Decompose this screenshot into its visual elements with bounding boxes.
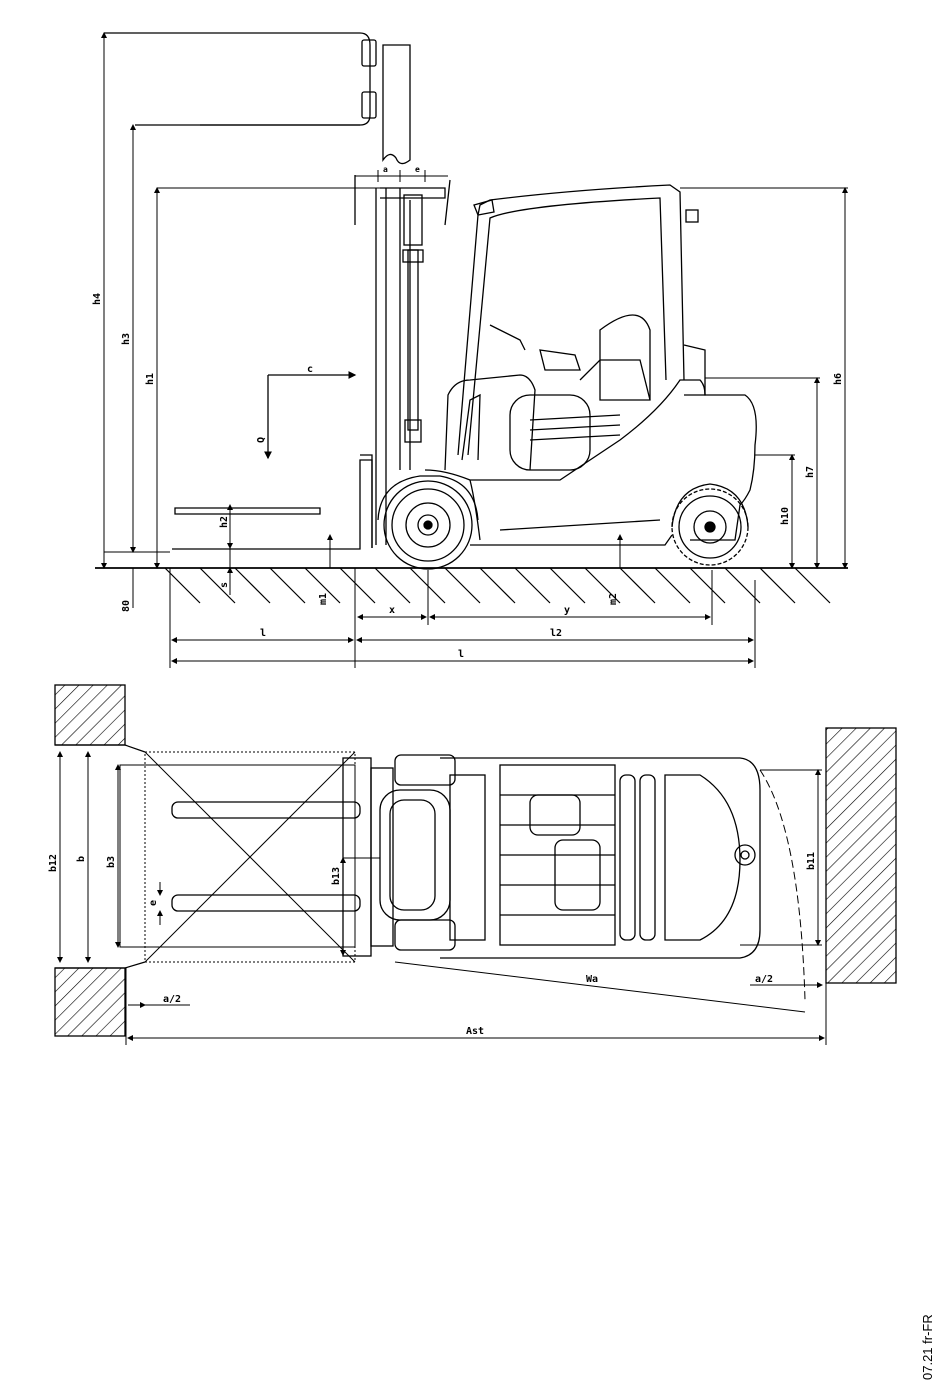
side-view: [95, 33, 848, 668]
label-s: s: [219, 582, 230, 588]
label-h1: h1: [145, 373, 156, 385]
label-h3: h3: [121, 333, 132, 345]
truck-body: [425, 315, 756, 545]
label-h6: h6: [833, 373, 844, 385]
document-code: 07.21 fr-FR: [920, 1314, 935, 1380]
label-a2-left: a/2: [163, 994, 181, 1005]
label-b3: b3: [106, 856, 117, 868]
label-q: Q: [256, 437, 267, 443]
label-b13: b13: [331, 867, 342, 885]
turning-radius-arc: [760, 770, 805, 1000]
top-view: [55, 685, 896, 1045]
lowered-fork: [172, 455, 372, 549]
label-h10: h10: [780, 507, 791, 525]
label-m1: m1: [318, 593, 329, 605]
label-l-total: l: [458, 649, 464, 660]
forks-top: [172, 758, 393, 956]
top-ae-dimension: [355, 170, 448, 182]
label-e-top: e: [415, 165, 420, 174]
cab: [458, 185, 705, 460]
label-e: e: [148, 900, 159, 906]
label-a2-right: a/2: [755, 974, 773, 985]
label-m2: m2: [608, 593, 619, 605]
carriage-top: [380, 755, 485, 950]
label-b: b: [76, 856, 87, 862]
pallet-outline: [120, 752, 355, 962]
label-l1: l: [260, 628, 266, 639]
label-b11: b11: [806, 852, 817, 870]
ground-hatching: [165, 568, 830, 603]
label-a-top: a: [383, 165, 388, 174]
label-wa: Wa: [586, 974, 598, 985]
front-wheel: [378, 476, 478, 569]
label-c: c: [307, 364, 313, 375]
wall-top-left: [55, 685, 125, 745]
label-h7: h7: [805, 466, 816, 478]
label-l2: l2: [550, 628, 562, 639]
wall-bottom-left: [55, 968, 125, 1036]
label-h2: h2: [219, 516, 230, 528]
raised-fork: [104, 33, 410, 164]
vertical-dimensions-left: [104, 33, 620, 608]
body-top: [440, 758, 760, 958]
wall-right: [826, 728, 896, 983]
label-h4: h4: [92, 293, 103, 305]
vertical-dimensions-right: [680, 188, 848, 568]
label-b12: b12: [48, 854, 59, 872]
label-ast: Ast: [466, 1026, 484, 1037]
label-x: x: [389, 605, 395, 616]
label-ground: 80: [121, 600, 132, 612]
top-view-labels: b12 b b3 b13 e b11 a/2 a/2 Wa Ast: [48, 852, 817, 1037]
label-y: y: [564, 605, 570, 616]
